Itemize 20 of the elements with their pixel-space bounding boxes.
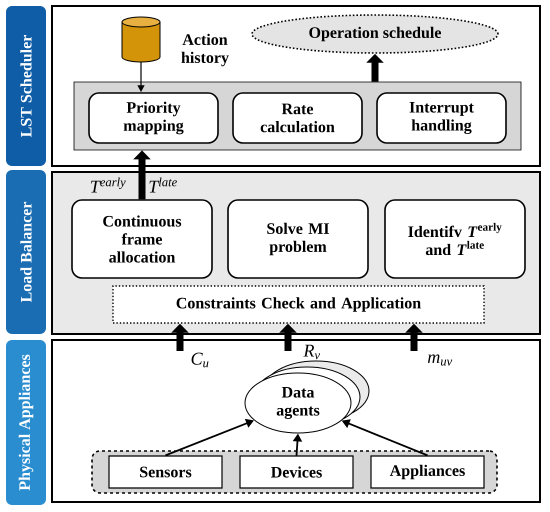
process-box: Sensors	[108, 455, 223, 489]
process-box: Priority mapping	[88, 92, 219, 144]
process-box: Devices	[239, 455, 354, 489]
database-cylinder	[122, 16, 160, 62]
process-box: Appliances	[370, 455, 485, 489]
layer-tab: Physical Appliances	[6, 340, 46, 505]
layer-tab: LST Scheduler	[6, 6, 46, 166]
agent-ellipses: Data agents	[244, 360, 370, 434]
process-box: Continuous frame allocation	[71, 199, 213, 279]
variable-label: T$^{early}$	[90, 178, 126, 192]
edge-label: C$_{u}$	[190, 352, 210, 368]
variable-label: T$^{late}$	[149, 178, 177, 192]
layer-tab: Load Balancer	[6, 170, 46, 334]
process-box: Solve MI problem	[227, 199, 369, 279]
edge-label: R$_{v}$	[302, 344, 322, 360]
process-box: Identifv T$^{early}$ and T$^{late}$	[384, 199, 526, 279]
process-box: Rate calculation	[232, 92, 363, 144]
process-box: Interrupt handling	[376, 92, 507, 144]
process-box: Constraints Check and Application	[112, 285, 485, 324]
node-label: Action history	[181, 34, 229, 66]
